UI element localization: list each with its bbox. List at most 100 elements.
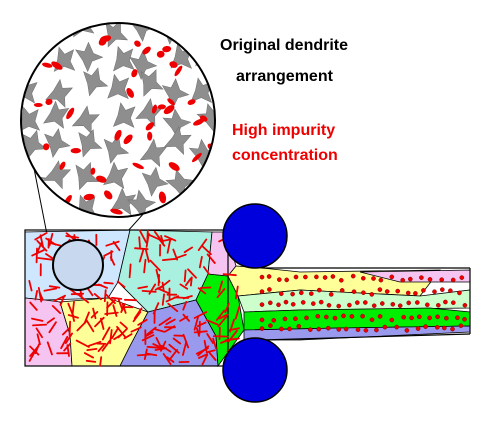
impurity-dot [293,317,297,321]
impurity-dash [72,294,84,295]
impurity-dot [390,275,394,279]
roller-top [223,204,287,268]
impurity-dot [440,278,444,282]
impurity-dot [462,317,466,321]
impurity-dash [139,237,140,247]
impurity-dot [319,300,323,304]
impurity-dash [87,349,96,350]
impurity-dot [410,316,414,320]
impurity-dash [147,231,148,242]
impurity-dot [363,300,367,304]
impurity-dot [331,274,335,278]
impurity-blob [36,41,42,49]
impurity-dot [304,316,308,320]
impurity-dash [33,325,46,326]
impurity-dash [87,361,96,362]
impurity-dot [347,303,351,307]
impurity-dot [385,289,389,293]
impurity-dash [148,347,160,348]
dendrite [199,199,227,227]
impurity-dash [130,264,131,277]
dendrite [2,15,39,52]
impurity-dot [277,278,281,282]
impurity-dot [370,292,374,296]
impurity-dot [380,301,384,305]
impurity-dot [374,328,378,332]
impurity-dot [297,324,301,328]
impurity-dot [309,292,313,296]
impurity-dot [317,288,321,292]
impurity-dot [352,290,356,294]
impurity-dot [442,326,446,330]
label-high-impurity: High impurity [232,122,335,140]
impurity-dot [351,274,355,278]
impurity-dot [272,318,276,322]
impurity-blob [200,57,208,66]
impurity-dash [104,283,113,284]
impurity-dot [361,276,365,280]
impurity-dot [401,278,405,282]
impurity-dot [435,325,439,329]
impurity-dot [279,327,283,331]
impurity-dot [383,325,387,329]
impurity-dash [105,290,106,301]
impurity-dot [457,291,461,295]
impurity-dot [285,278,289,282]
impurity-dot [390,318,394,322]
impurity-dot [361,291,365,295]
impurity-blob [174,211,181,219]
impurity-dot [344,327,348,331]
impurity-dot [260,327,264,331]
label-concentration: concentration [232,147,338,165]
impurity-dot [355,301,359,305]
impurity-dot [326,326,330,330]
impurity-dot [406,291,410,295]
impurity-dot [276,303,280,307]
impurity-dot [428,316,432,320]
impurity-dash [191,277,192,285]
impurity-dot [291,302,295,306]
dendrite-arm [199,199,227,227]
impurity-dot [451,278,455,282]
impurity-dot [340,288,344,292]
impurity-dot [314,275,318,279]
impurity-dot [333,316,337,320]
label-arrangement: arrangement [236,68,333,86]
impurity-dot [294,275,298,279]
impurity-dot [361,314,365,318]
impurity-dot [407,301,411,305]
impurity-dot [284,300,288,304]
impurity-dot [451,301,455,305]
impurity-dot [395,325,399,329]
impurity-dot [444,316,448,320]
impurity-dot [260,318,264,322]
impurity-dot [311,302,315,306]
impurity-dash [135,248,148,249]
impurity-dot [324,315,328,319]
impurity-dot [327,303,331,307]
impurity-dot [425,303,429,307]
impurity-dot [413,291,417,295]
impurity-dot [341,314,345,318]
impurity-dot [372,304,376,308]
impurity-dot [356,328,360,332]
impurity-dot [323,275,327,279]
impurity-dot [301,300,305,304]
impurity-dash [195,331,207,332]
impurity-dot [436,315,440,319]
impurity-dot [436,303,440,307]
impurity-dot [378,314,382,318]
impurity-dot [450,327,454,331]
impurity-dot [460,276,464,280]
impurity-dot [378,288,382,292]
impurity-dash [214,336,228,337]
impurity-dash [138,354,151,355]
impurity-dot [303,275,307,279]
impurity-dot [440,288,444,292]
impurity-dot [337,304,341,308]
impurity-dot [396,289,400,293]
impurity-dot [421,288,425,292]
impurity-dash [224,274,236,275]
